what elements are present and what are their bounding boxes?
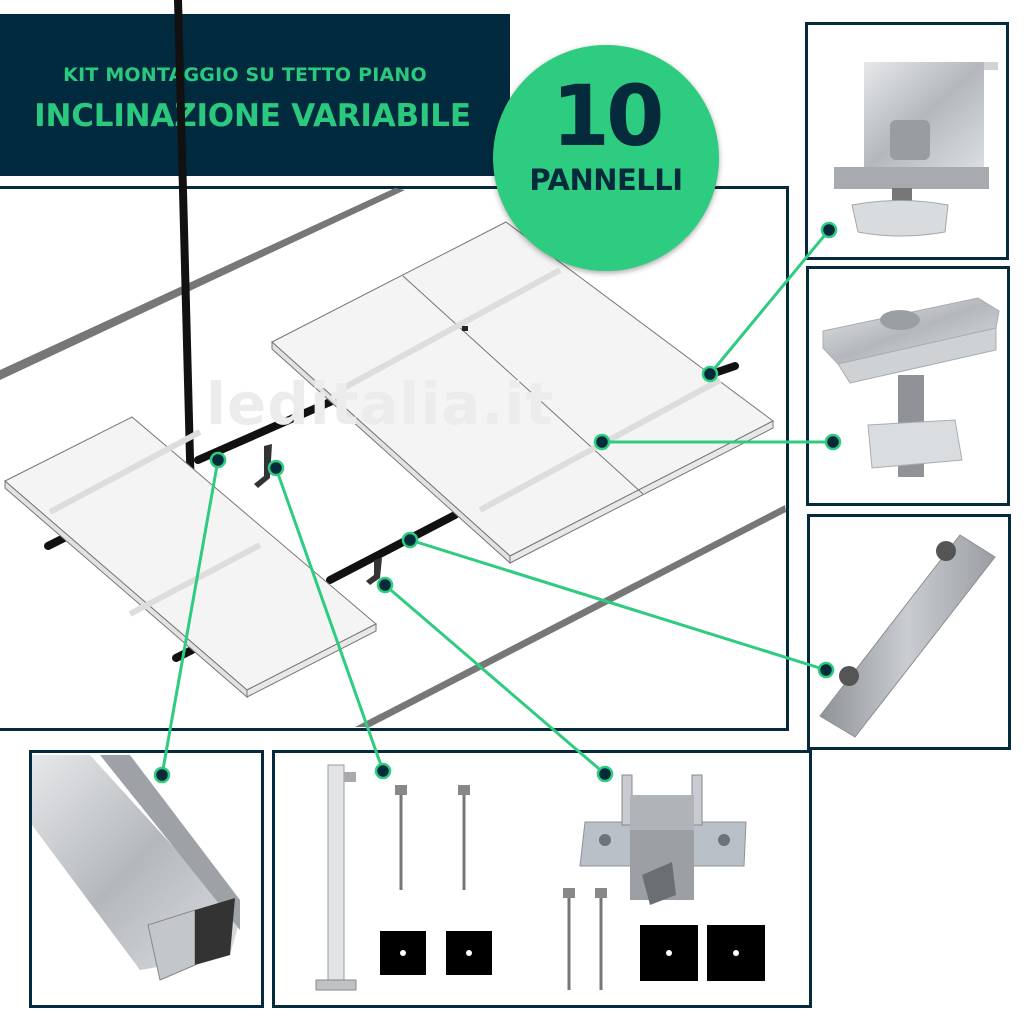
callout-dot-mid-clamp (593, 433, 611, 451)
callout-dot-mid-clamp-panel (824, 433, 842, 451)
callout-dot-end-clamp (701, 365, 719, 383)
panel-count-badge: 10 PANNELLI (493, 45, 719, 271)
main-diagram-frame (0, 186, 789, 731)
roof-edge-lines (0, 188, 786, 727)
rail-connector-frame (807, 514, 1011, 750)
callout-dot-base (376, 576, 394, 594)
callout-dot-leg (267, 459, 285, 477)
mid-clamp-image (822, 297, 1000, 477)
title-line-2: INCLINAZIONE VARIABILE (34, 98, 471, 134)
end-clamp-image (834, 62, 998, 237)
callout-dot-rail (209, 451, 227, 469)
rail-profile-image (32, 755, 240, 981)
watermark: leditalia.it (206, 370, 555, 438)
rail-connector-image (819, 534, 996, 738)
callout-dot-end-clamp-panel (820, 221, 838, 239)
callout-dot-rail-connector-panel (817, 661, 835, 679)
callout-dots (153, 221, 842, 784)
title-banner: KIT MONTAGGIO SU TETTO PIANO INCLINAZION… (0, 14, 510, 176)
rail-profile-frame (29, 750, 264, 1008)
panel-count-number: 10 (551, 67, 665, 165)
callout-dot-leg-panel (374, 762, 392, 780)
tilt-legs (254, 444, 382, 585)
accessories-image (315, 764, 765, 991)
panel-count-label: PANNELLI (529, 163, 683, 197)
title-line-1: KIT MONTAGGIO SU TETTO PIANO (63, 64, 427, 86)
accessories-frame (272, 750, 812, 1008)
callout-dot-rail-panel (153, 766, 171, 784)
callout-lines (160, 229, 833, 776)
end-clamp-frame (805, 22, 1009, 260)
mid-clamp-frame (806, 266, 1010, 506)
callout-dot-base-panel (596, 765, 614, 783)
solar-panel-right (271, 221, 774, 565)
callout-dot-rail-connector (401, 531, 419, 549)
